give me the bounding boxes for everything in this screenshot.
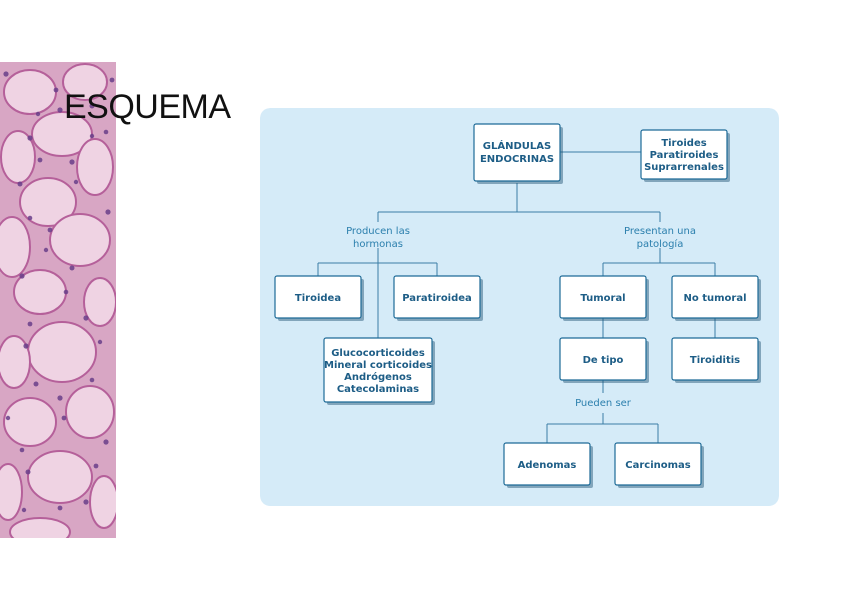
node-androgenos: Andrógenos: [344, 371, 412, 383]
node-tiroides: Tiroides: [661, 138, 706, 149]
label-hormonas: hormonas: [353, 239, 403, 250]
node-paratiroides: Paratiroides: [650, 150, 719, 161]
node-tumoral-label: Tumoral: [580, 293, 625, 304]
node-carcinomas: Carcinomas: [614, 442, 704, 488]
node-mineral-corticoides: Mineral corticoides: [324, 360, 432, 371]
node-glucocorticoides: Glucocorticoides: [331, 348, 425, 359]
node-carcinomas-label: Carcinomas: [625, 460, 691, 471]
label-patologia: patología: [637, 238, 684, 250]
node-glandulas-line-2: ENDOCRINAS: [480, 154, 554, 165]
node-hormones-list: Glucocorticoides Mineral corticoides And…: [323, 337, 435, 405]
node-tiroiditis: Tiroiditis: [671, 337, 761, 383]
node-adenomas-label: Adenomas: [518, 460, 577, 471]
endocrine-glands-diagram: Producen las hormonas Presentan una pato…: [260, 108, 779, 506]
slide-title: ESQUEMA: [64, 88, 231, 126]
node-no-tumoral: No tumoral: [671, 275, 761, 321]
diagram-connectors: [317, 151, 716, 443]
label-pueden-ser: Pueden ser: [575, 398, 632, 409]
node-tiroidea-label: Tiroidea: [295, 293, 341, 304]
node-paratiroidea: Paratiroidea: [393, 275, 483, 321]
node-suprarrenales: Suprarrenales: [644, 162, 724, 173]
node-catecolaminas: Catecolaminas: [337, 384, 419, 395]
node-adenomas: Adenomas: [503, 442, 593, 488]
node-tiroidea: Tiroidea: [274, 275, 364, 321]
node-glandulas-endocrinas: GLÁNDULAS ENDOCRINAS: [473, 123, 563, 184]
node-de-tipo: De tipo: [559, 337, 649, 383]
label-producen-las: Producen las: [346, 226, 410, 237]
node-paratiroidea-label: Paratiroidea: [402, 293, 472, 304]
node-glandulas-line-1: GLÁNDULAS: [483, 139, 551, 152]
thyroid-tissue-histology-image: [0, 62, 116, 538]
node-tiroiditis-label: Tiroiditis: [690, 355, 740, 366]
node-de-tipo-label: De tipo: [583, 355, 624, 366]
node-tumoral: Tumoral: [559, 275, 649, 321]
node-no-tumoral-label: No tumoral: [683, 293, 746, 304]
label-presentan-una: Presentan una: [624, 226, 696, 237]
node-glands-list: Tiroides Paratiroides Suprarrenales: [640, 129, 730, 182]
